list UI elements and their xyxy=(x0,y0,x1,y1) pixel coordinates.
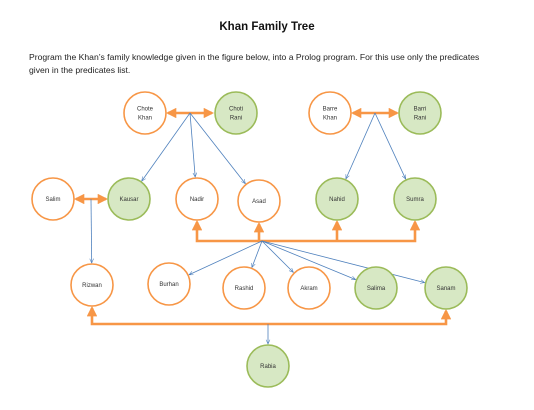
person-name-label: Salima xyxy=(367,286,386,292)
parent-child-line-burhan xyxy=(189,240,263,276)
marriage-connector-m4 xyxy=(191,219,421,243)
person-node-rabia: Rabia xyxy=(246,344,290,388)
parent-child-line-asad xyxy=(189,112,245,184)
person-circle xyxy=(398,91,442,135)
person-node-rizwan: Rizwan xyxy=(70,263,114,307)
person-name-label: Rashid xyxy=(235,286,254,292)
person-name-label: Rani xyxy=(414,116,426,122)
person-circle xyxy=(70,263,114,307)
person-name-label: Barre xyxy=(323,107,338,113)
person-name-label: Rabia xyxy=(260,364,276,370)
person-circle xyxy=(175,177,219,221)
parent-child-line-sumra xyxy=(374,112,407,179)
parent-child-line-sanam xyxy=(261,240,425,283)
person-name-label: Nahid xyxy=(329,197,345,203)
person-circle xyxy=(214,91,258,135)
person-node-salim: Salim xyxy=(31,177,75,221)
parent-child-line-rizwan xyxy=(91,198,92,263)
person-circle xyxy=(315,177,359,221)
person-node-salima: Salima xyxy=(354,266,398,310)
person-circle xyxy=(308,91,352,135)
person-name-label: Chote xyxy=(137,107,154,113)
document-title: Khan Family Tree xyxy=(219,21,315,33)
person-circle xyxy=(246,344,290,388)
person-name-label: Sanam xyxy=(436,286,455,292)
person-circle xyxy=(287,266,331,310)
person-name-label: Salim xyxy=(45,197,60,203)
person-circle xyxy=(354,266,398,310)
person-name-label: Sumra xyxy=(406,197,424,203)
parent-child-line-nadir xyxy=(189,112,195,177)
person-name-label: Asad xyxy=(252,199,266,205)
person-node-asad: Asad xyxy=(237,179,281,223)
person-circle xyxy=(393,177,437,221)
person-circle xyxy=(123,91,167,135)
person-name-label: Akram xyxy=(300,286,317,292)
person-name-label: Khan xyxy=(323,116,337,122)
person-name-label: Burhan xyxy=(159,282,178,288)
parent-child-line-nahid xyxy=(345,112,376,179)
person-circle xyxy=(222,266,266,310)
person-circle xyxy=(31,177,75,221)
person-node-nadir: Nadir xyxy=(175,177,219,221)
person-node-nahid: Nahid xyxy=(315,177,359,221)
parent-child-line-salima xyxy=(261,240,356,280)
person-name-label: Khan xyxy=(138,116,152,122)
person-name-label: Rani xyxy=(230,116,242,122)
marriage-connector-m5 xyxy=(86,305,452,326)
parent-child-line-akram xyxy=(261,240,293,272)
document-instructions: Program the Khan’s family knowledge give… xyxy=(29,52,480,75)
person-circle xyxy=(147,262,191,306)
person-node-sanam: Sanam xyxy=(424,266,468,310)
person-circle xyxy=(107,177,151,221)
person-circle xyxy=(424,266,468,310)
person-name-label: Choti xyxy=(229,107,243,113)
person-circle xyxy=(237,179,281,223)
person-node-sumra: Sumra xyxy=(393,177,437,221)
person-node-burhan: Burhan xyxy=(147,262,191,306)
person-name-label: Rizwan xyxy=(82,283,102,289)
person-node-akram: Akram xyxy=(287,266,331,310)
parent-child-line-kausar xyxy=(142,112,191,181)
person-name-label: Barri xyxy=(414,107,427,113)
person-node-kausar: Kausar xyxy=(107,177,151,221)
person-node-rashid: Rashid xyxy=(222,266,266,310)
parent-child-line-rashid xyxy=(252,240,263,268)
person-name-label: Nadir xyxy=(190,197,204,203)
person-name-label: Kausar xyxy=(119,197,138,203)
